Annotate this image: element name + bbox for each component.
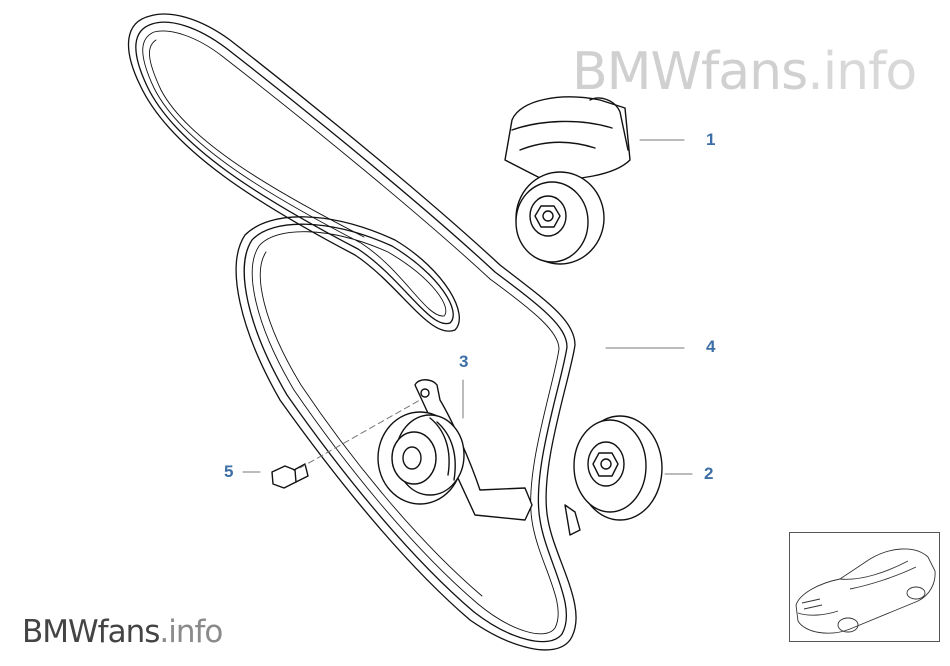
leader-lines bbox=[242, 139, 693, 475]
callout-3[interactable]: 3 bbox=[459, 352, 469, 371]
idler-pulley bbox=[573, 415, 663, 521]
callout-2[interactable]: 2 bbox=[704, 464, 714, 483]
deflection-pulley-bracket bbox=[377, 379, 581, 536]
callout-4[interactable]: 4 bbox=[706, 337, 716, 356]
bolt bbox=[271, 463, 309, 489]
callout-1[interactable]: 1 bbox=[706, 130, 716, 149]
callout-5[interactable]: 5 bbox=[224, 462, 234, 481]
vehicle-thumbnail[interactable] bbox=[789, 532, 940, 642]
watermark-bottom: BMWfans.info bbox=[22, 614, 223, 650]
car-thumbnail-icon bbox=[795, 548, 936, 634]
watermark-top: BMWfans.info bbox=[572, 42, 917, 102]
drive-belt bbox=[127, 13, 577, 651]
belt-tensioner bbox=[504, 96, 631, 265]
